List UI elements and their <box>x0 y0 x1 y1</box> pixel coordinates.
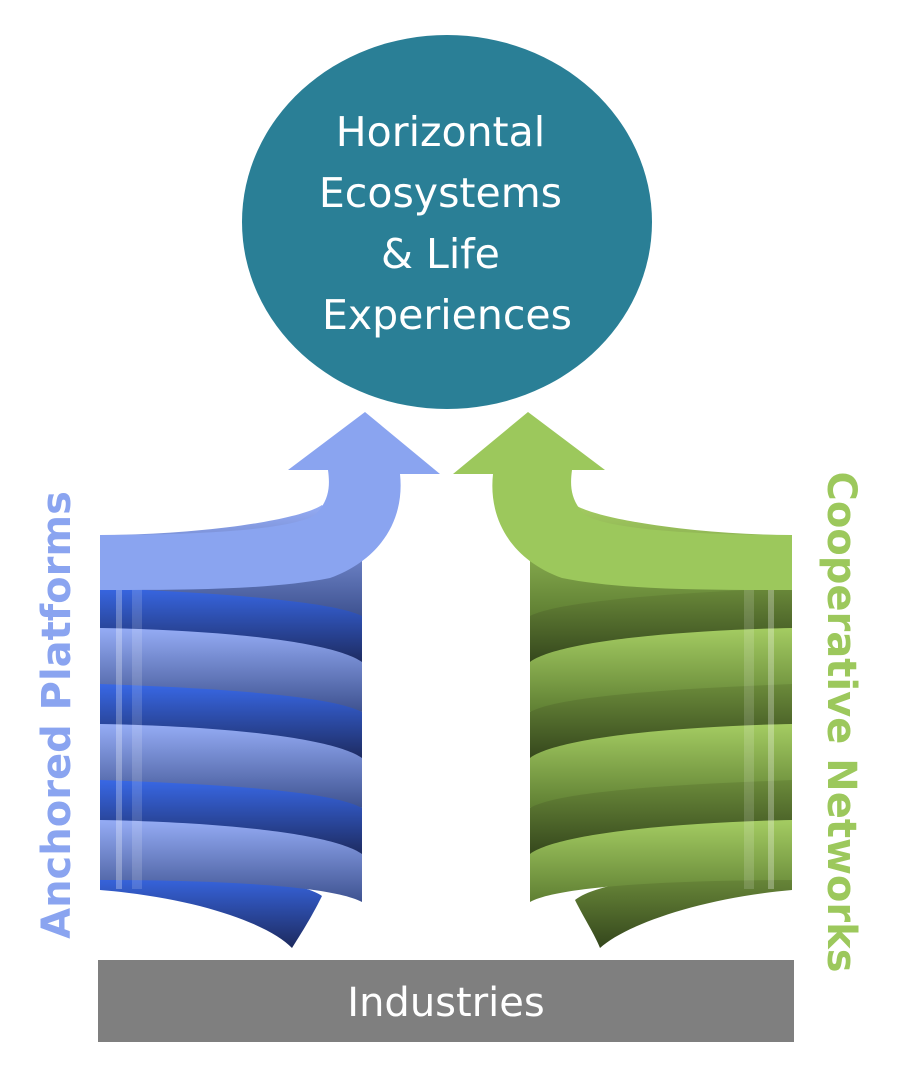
left-spiral-highlight-b <box>132 537 142 889</box>
right-spiral-front-band-3 <box>530 724 792 808</box>
left-spiral-front-band-3 <box>100 724 362 808</box>
right-spiral-front-band-4 <box>530 820 792 902</box>
right-spiral-highlight-b <box>744 537 754 889</box>
right-spiral-front-band-2 <box>530 628 792 712</box>
hub-line-4: Experiences <box>322 291 572 339</box>
hub-line-3: & Life <box>381 230 500 278</box>
right-spiral-tail <box>575 870 792 948</box>
hub-line-2: Ecosystems <box>319 169 562 217</box>
hub-line-1: Horizontal <box>336 108 545 156</box>
right-spiral-label: Cooperative Networks <box>818 471 864 972</box>
left-spiral-label: Anchored Platforms <box>34 491 80 939</box>
left-spiral: Anchored Platforms <box>34 412 440 948</box>
hub-node: Horizontal Ecosystems & Life Experiences <box>242 35 652 409</box>
left-arrow <box>100 412 440 590</box>
hub-circle <box>242 35 652 409</box>
left-spiral-highlight-a <box>116 537 122 889</box>
left-spiral-front-band-2 <box>100 628 362 712</box>
base-bar: Industries <box>98 960 794 1042</box>
svg-text:Horizontal Ecosystems: Horizontal Ecosystems & Life Experiences <box>319 108 575 339</box>
right-spiral-highlight-a <box>768 537 774 889</box>
left-spiral-tail <box>100 870 322 948</box>
left-spiral-front-band-4 <box>100 820 362 902</box>
right-arrow <box>453 412 792 590</box>
base-label: Industries <box>347 980 544 1026</box>
base-rect <box>98 960 794 1042</box>
right-spiral: Cooperative Networks <box>453 412 864 973</box>
